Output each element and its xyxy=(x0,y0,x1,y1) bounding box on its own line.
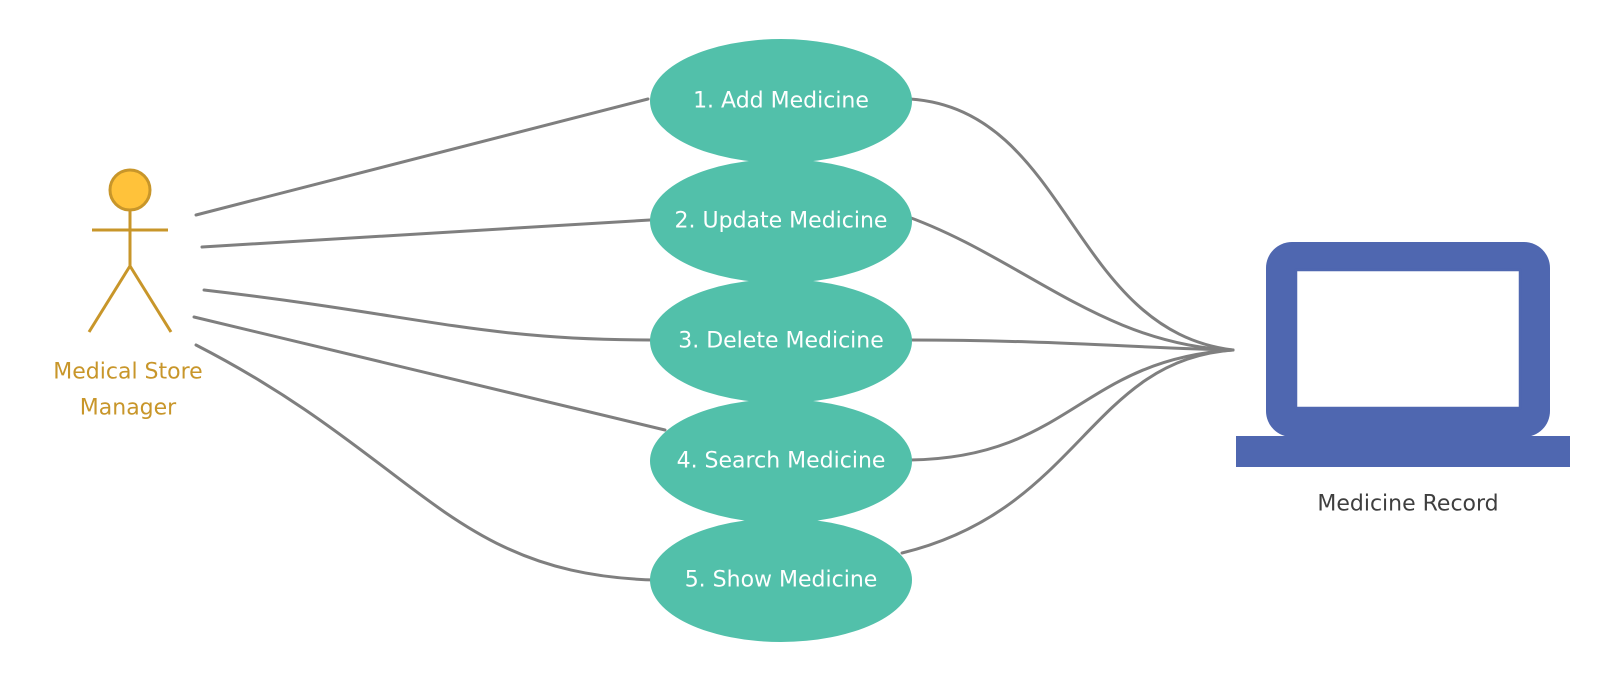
actor-label-line2: Manager xyxy=(80,396,177,421)
use-case-add-medicine-label: 1. Add Medicine xyxy=(693,89,869,114)
use-case-update-medicine-label: 2. Update Medicine xyxy=(675,209,888,234)
connector-actor-search xyxy=(192,315,667,432)
system-label: Medicine Record xyxy=(1317,492,1498,517)
use-case-show-medicine-label: 5. Show Medicine xyxy=(685,568,878,593)
use-case-delete-medicine-label: 3. Delete Medicine xyxy=(678,329,884,354)
actor-medical-store-manager[interactable]: Medical Store Manager xyxy=(53,168,203,421)
use-case-search-medicine[interactable]: 4. Search Medicine xyxy=(650,399,912,523)
connector-show-system xyxy=(900,348,1235,555)
use-case-update-medicine[interactable]: 2. Update Medicine xyxy=(650,159,912,283)
connector-update-system xyxy=(898,212,1235,352)
connector-add-system xyxy=(908,97,1235,352)
connector-actor-show xyxy=(194,343,658,582)
connector-actor-add xyxy=(194,97,650,217)
connector-actor-delete xyxy=(202,288,652,342)
system-medicine-record[interactable]: Medicine Record xyxy=(1236,242,1570,517)
actor-label-line1: Medical Store xyxy=(53,360,202,385)
actor-connectors xyxy=(192,97,667,582)
use-case-search-medicine-label: 4. Search Medicine xyxy=(677,449,886,474)
use-case-delete-medicine[interactable]: 3. Delete Medicine xyxy=(650,279,912,403)
use-case-show-medicine[interactable]: 5. Show Medicine xyxy=(650,518,912,642)
use-cases: 1. Add Medicine 2. Update Medicine 3. De… xyxy=(650,39,912,642)
system-connectors xyxy=(898,97,1235,555)
connector-actor-update xyxy=(200,218,652,249)
connector-search-system xyxy=(908,348,1235,462)
connector-delete-system xyxy=(908,338,1235,352)
stick-figure-actor-icon xyxy=(87,168,173,333)
use-case-add-medicine[interactable]: 1. Add Medicine xyxy=(650,39,912,163)
laptop-icon xyxy=(1236,242,1570,467)
